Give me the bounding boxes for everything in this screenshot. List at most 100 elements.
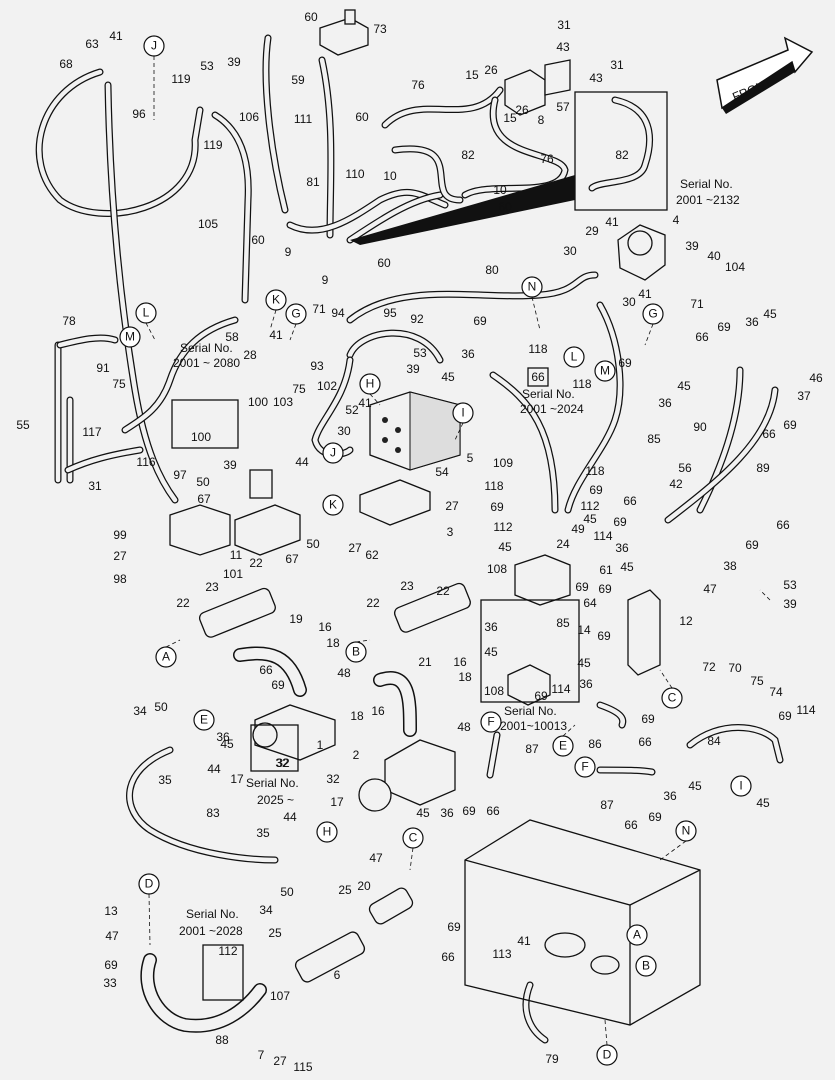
svg-text:M: M xyxy=(125,330,135,344)
part-label: 57 xyxy=(556,100,570,114)
boxed-part-label: 66 xyxy=(531,370,545,384)
part-label: 111 xyxy=(294,112,313,126)
part-label: 27 xyxy=(273,1054,287,1068)
part-label: 30 xyxy=(337,424,351,438)
leader-line xyxy=(659,669,673,689)
part-label: 66 xyxy=(259,663,273,677)
part-label: 37 xyxy=(797,389,811,403)
part-label: 86 xyxy=(588,737,602,751)
part-label: 44 xyxy=(207,762,221,776)
part-label: 69 xyxy=(447,920,461,934)
part-label: 50 xyxy=(154,700,168,714)
part-label: 31 xyxy=(557,18,571,32)
part-label: 66 xyxy=(623,494,637,508)
part-label: 44 xyxy=(283,810,297,824)
part-label: 27 xyxy=(445,499,459,513)
hose-109-85 xyxy=(489,301,624,514)
part-label: 53 xyxy=(783,578,797,592)
front-arrow: FRONT xyxy=(716,36,814,114)
part-label: 16 xyxy=(318,620,332,634)
leader-line xyxy=(409,847,414,871)
svg-text:N: N xyxy=(682,824,691,838)
part-label: 50 xyxy=(280,885,294,899)
part-label: 93 xyxy=(310,359,324,373)
boxed-part-label: 32 xyxy=(276,756,290,770)
leader-line xyxy=(369,393,381,406)
svg-text:I: I xyxy=(739,779,742,793)
part-label: 66 xyxy=(762,427,776,441)
leader-lines xyxy=(145,56,771,1046)
part-label: 22 xyxy=(176,596,190,610)
manifold-12 xyxy=(627,589,661,676)
connector-n: N xyxy=(521,276,543,298)
leader-line xyxy=(562,724,576,737)
part-label: 41 xyxy=(638,287,652,301)
part-label: 3 xyxy=(447,525,454,539)
part-label: 36 xyxy=(579,677,593,691)
connector-e: E xyxy=(552,735,574,757)
serial-2080-line2: 2001 ~ 2080 xyxy=(173,356,240,370)
part-label: 88 xyxy=(215,1033,229,1047)
leader-line xyxy=(454,422,464,441)
part-label: 41 xyxy=(358,396,372,410)
part-label: 75 xyxy=(112,377,126,391)
part-label: 31 xyxy=(88,479,102,493)
part-label: 26 xyxy=(515,103,529,117)
part-label: 66 xyxy=(441,950,455,964)
part-label: 109 xyxy=(493,456,513,470)
part-label: 7 xyxy=(258,1048,265,1062)
serial-10013-line1: Serial No. xyxy=(504,704,557,718)
pipe-84 xyxy=(686,724,784,764)
part-label: 61 xyxy=(599,563,613,577)
part-label: 60 xyxy=(498,200,512,214)
part-label: 5 xyxy=(467,451,474,465)
bracket-54 xyxy=(359,479,431,526)
part-label: 69 xyxy=(534,689,548,703)
pipe-20 xyxy=(368,887,414,925)
svg-text:E: E xyxy=(200,713,208,727)
part-label: 91 xyxy=(96,361,110,375)
part-label: 34 xyxy=(133,704,147,718)
part-label: 75 xyxy=(292,382,306,396)
svg-text:B: B xyxy=(352,645,360,659)
part-label: 69 xyxy=(575,580,589,594)
pump-2 xyxy=(358,739,456,812)
part-label: 48 xyxy=(457,720,471,734)
part-label: 69 xyxy=(613,515,627,529)
part-label: 119 xyxy=(171,72,190,86)
part-label: 69 xyxy=(641,712,655,726)
part-label: 26 xyxy=(484,63,498,77)
serial-notes: Serial No. 2001 ~2132 Serial No. 2001 ~ … xyxy=(173,177,740,938)
part-label: 85 xyxy=(647,432,661,446)
leader-line xyxy=(148,893,151,946)
svg-text:J: J xyxy=(151,39,157,53)
part-label: 17 xyxy=(230,772,244,786)
block-8 xyxy=(504,59,571,116)
part-label: 69 xyxy=(618,356,632,370)
svg-text:E: E xyxy=(559,739,567,753)
serial-2132-line1: Serial No. xyxy=(680,177,733,191)
part-label: 53 xyxy=(200,59,214,73)
part-label: 35 xyxy=(158,773,172,787)
part-label: 118 xyxy=(528,342,547,356)
part-label: 21 xyxy=(418,655,432,669)
svg-text:K: K xyxy=(272,293,280,307)
svg-text:A: A xyxy=(633,928,641,942)
part-label: 29 xyxy=(585,224,599,238)
hose-76-82 xyxy=(381,86,569,204)
part-label: 69 xyxy=(589,483,603,497)
inset-112 xyxy=(202,944,244,1001)
part-label: 43 xyxy=(556,40,570,54)
connector-j: J xyxy=(143,35,165,57)
svg-text:G: G xyxy=(291,307,300,321)
connector-a: A xyxy=(155,646,177,668)
part-label: 95 xyxy=(383,306,397,320)
part-label: 69 xyxy=(473,314,487,328)
part-label: 71 xyxy=(312,302,326,316)
part-label: 41 xyxy=(605,215,619,229)
part-label: 58 xyxy=(225,330,239,344)
svg-text:A: A xyxy=(162,650,170,664)
part-label: 41 xyxy=(109,29,123,43)
part-label: 2 xyxy=(353,748,360,762)
